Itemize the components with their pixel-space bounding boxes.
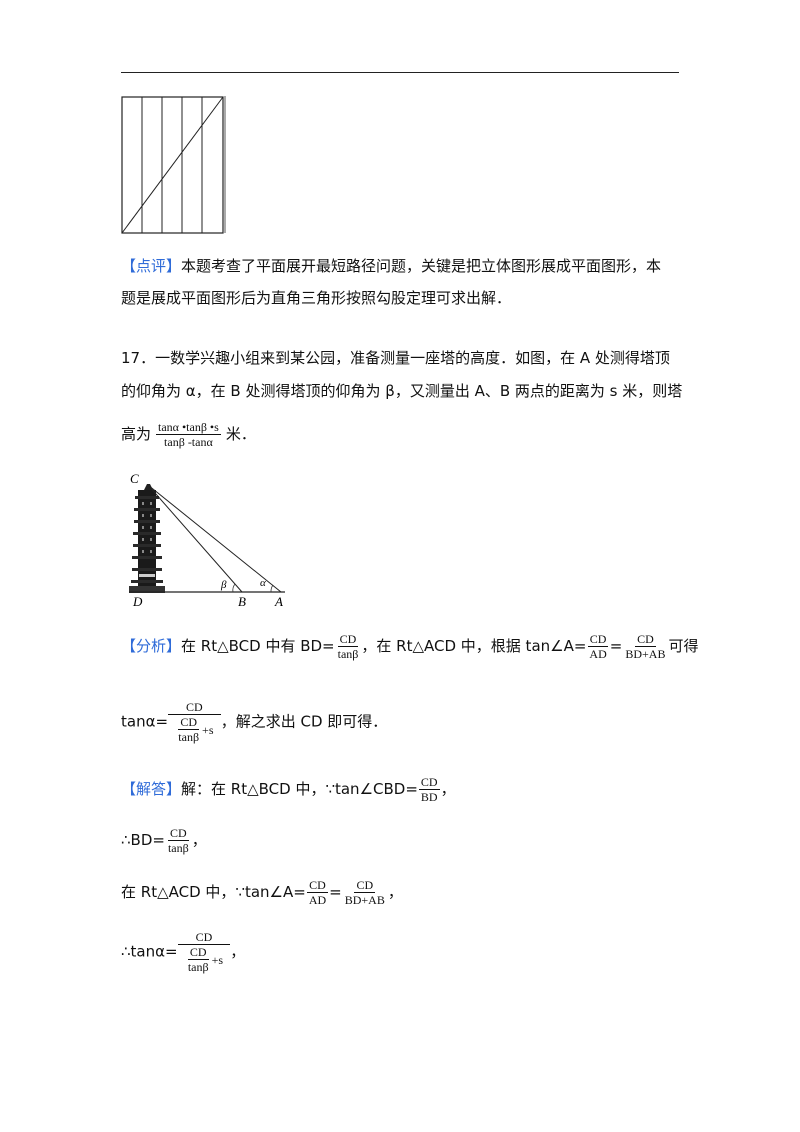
unfolded-grid-figure — [121, 96, 226, 234]
label-b: B — [238, 594, 246, 609]
pagoda-eaves — [131, 496, 163, 583]
tower-figure: C β α D B A — [129, 471, 285, 609]
comment-tag: 【点评】 — [121, 257, 182, 275]
label-beta: β — [220, 579, 227, 591]
pagoda-base — [129, 586, 165, 593]
angle-alpha-arc — [270, 584, 274, 593]
analysis-tag: 【分析】 — [121, 637, 182, 655]
label-a: A — [274, 594, 283, 609]
question-line-1: 17．一数学兴趣小组来到某公园，准备测量一座塔的高度．如图，在 A 处测得塔顶 — [121, 349, 670, 367]
label-d: D — [132, 594, 143, 609]
comment-line-1: 【点评】本题考查了平面展开最短路径问题，关键是把立体图形展成平面图形，本 — [121, 257, 662, 275]
comment-line-2: 题是展成平面图形后为直角三角形按照勾股定理可求出解． — [121, 289, 512, 307]
header-rule — [121, 72, 679, 73]
label-alpha: α — [260, 577, 266, 589]
label-c: C — [130, 471, 139, 486]
pagoda-windows — [139, 502, 155, 577]
sight-line-a — [147, 484, 282, 593]
sight-line-b — [147, 484, 243, 593]
solution-tag: 【解答】 — [121, 780, 182, 798]
question-line-2: 的仰角为 α，在 B 处测得塔顶的仰角为 β，又测量出 A、B 两点的距离为 s… — [121, 382, 683, 400]
angle-beta-arc — [232, 583, 236, 593]
